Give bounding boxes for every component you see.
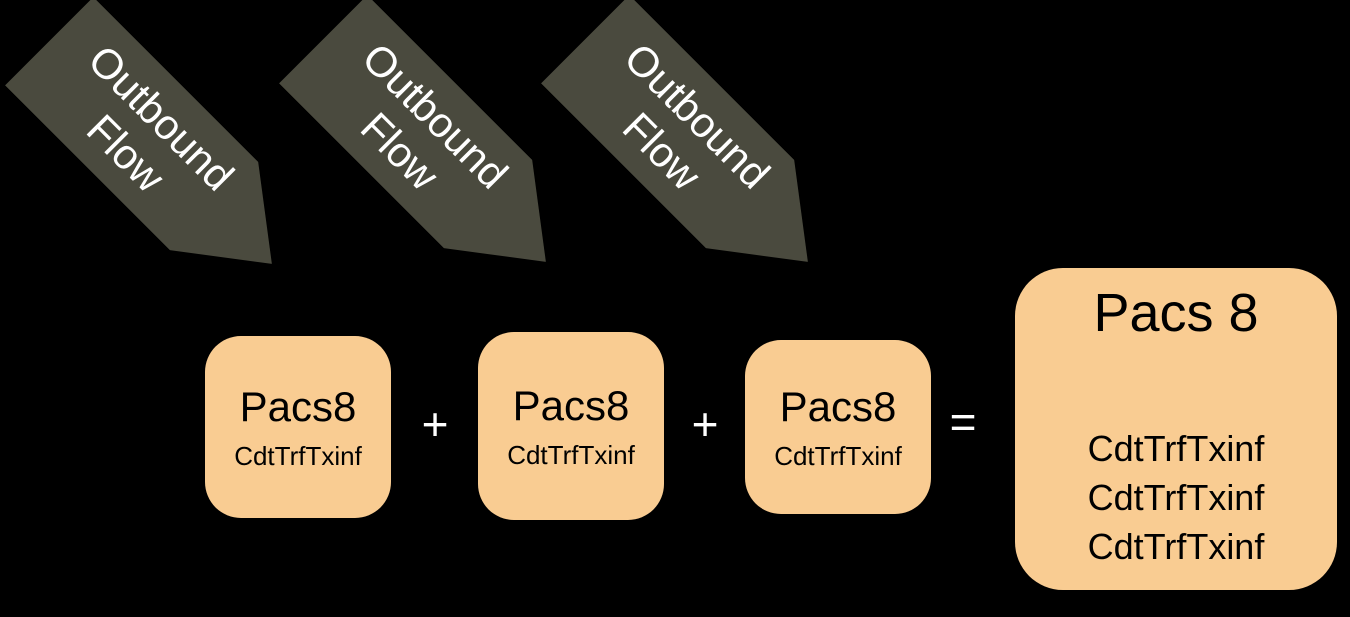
- box-subtitle: CdtTrfTxinf: [507, 439, 635, 470]
- box-title: Pacs8: [779, 382, 897, 430]
- arrow-label: Outbound Flow: [579, 33, 813, 267]
- pacs8-box-2: Pacs8 CdtTrfTxinf: [478, 332, 664, 520]
- plus-operator-2: +: [691, 398, 719, 450]
- box-subtitle: CdtTrfTxinf: [234, 440, 362, 471]
- result-line: CdtTrfTxinf: [1087, 428, 1265, 470]
- arrow-label: Outbound Flow: [317, 33, 551, 267]
- arrow-label: Outbound Flow: [43, 35, 277, 269]
- box-title: Pacs8: [239, 382, 357, 430]
- result-title: Pacs 8: [1093, 283, 1259, 343]
- outbound-flow-arrow-1: Outbound Flow: [5, 0, 316, 308]
- result-box: Pacs 8 CdtTrfTxinf CdtTrfTxinf CdtTrfTxi…: [1015, 268, 1337, 590]
- result-line: CdtTrfTxinf: [1087, 526, 1265, 568]
- result-line: CdtTrfTxinf: [1087, 477, 1265, 519]
- plus-operator-1: +: [421, 398, 449, 450]
- outbound-flow-arrow-3: Outbound Flow: [541, 0, 852, 306]
- result-lines: CdtTrfTxinf CdtTrfTxinf CdtTrfTxinf: [1088, 425, 1265, 572]
- equals-operator: =: [949, 396, 977, 448]
- box-subtitle: CdtTrfTxinf: [774, 440, 902, 471]
- outbound-flow-arrow-2: Outbound Flow: [279, 0, 590, 306]
- box-title: Pacs8: [512, 381, 630, 429]
- pacs8-box-3: Pacs8 CdtTrfTxinf: [745, 340, 931, 514]
- pacs8-box-1: Pacs8 CdtTrfTxinf: [205, 336, 391, 518]
